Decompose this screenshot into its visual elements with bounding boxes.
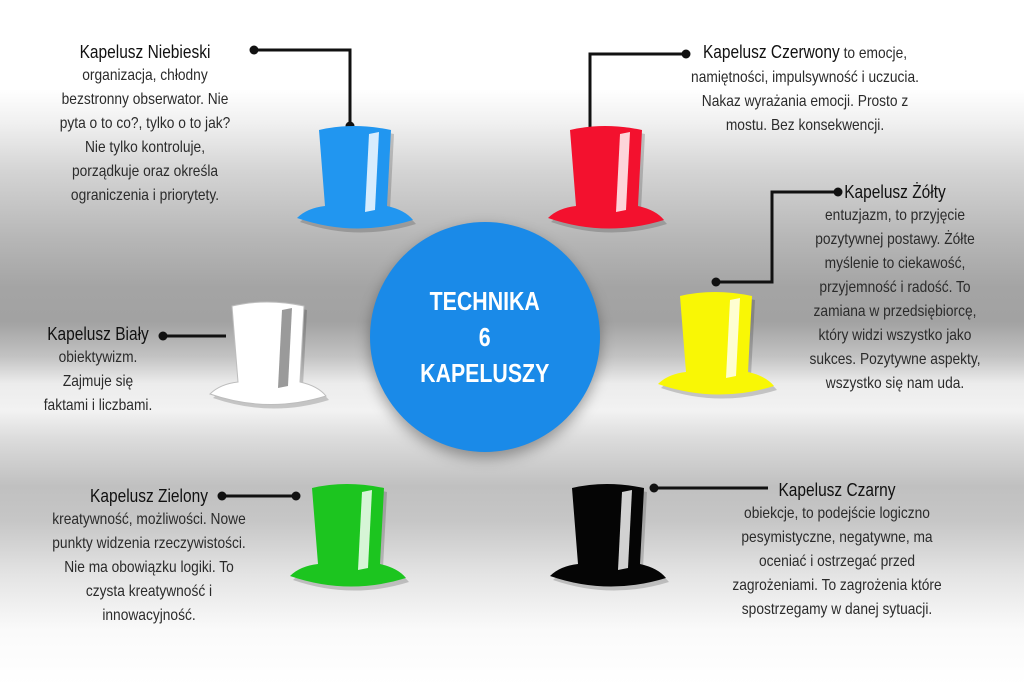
hat-body	[290, 484, 406, 587]
text-niebieski: Kapelusz Niebieski organizacja, chłodny …	[55, 40, 236, 208]
desc-bialy: obiektywizm. Zajmuje się faktami i liczb…	[43, 349, 153, 414]
text-bialy: Kapelusz Biały obiektywizm. Zajmuje się …	[40, 322, 157, 418]
hat-niebieski-icon	[293, 126, 417, 233]
hat-body	[550, 484, 666, 587]
connector-dot-czarny	[649, 483, 659, 493]
desc-zielony: kreatywność, możliwości. Nowe punkty wid…	[52, 511, 246, 624]
connector-zolty	[716, 190, 838, 284]
hat-body	[209, 301, 327, 406]
center-title: TECHNIKA 6 KAPELUSZY	[420, 286, 550, 388]
title-zielony: Kapelusz Zielony	[90, 486, 208, 506]
desc-niebieski: organizacja, chłodny bezstronny obserwat…	[59, 67, 231, 204]
connector-niebieski	[254, 48, 352, 126]
hat-highlight	[358, 490, 372, 570]
title-czerwony: Kapelusz Czerwony	[702, 42, 840, 62]
hat-czerwony-icon	[544, 126, 668, 233]
desc-czerwony-text: to emocje, namiętności, impulsywność i u…	[691, 45, 919, 134]
title-niebieski: Kapelusz Niebieski	[79, 42, 211, 62]
connector-dot-niebieski	[249, 45, 259, 55]
desc-czerwony: Kapelusz Czerwony to emocje, namiętności…	[680, 40, 929, 138]
hat-body	[548, 126, 664, 229]
connector-dot-zielony	[217, 491, 227, 501]
connector-dot-bialy	[158, 331, 168, 341]
connector-czerwony	[588, 52, 686, 128]
hat-highlight	[278, 308, 292, 388]
hat-highlight	[726, 298, 740, 378]
title-czarny: Kapelusz Czarny	[778, 480, 896, 500]
hat-body	[658, 292, 774, 395]
center-circle: TECHNIKA 6 KAPELUSZY	[370, 222, 600, 452]
title-zolty: Kapelusz Żółty	[844, 182, 946, 202]
title-bialy: Kapelusz Biały	[47, 324, 149, 344]
connector-dot-zielony-hat	[291, 491, 301, 501]
connector-dot-czerwony	[681, 49, 691, 59]
connector-dot-zolty-hat	[711, 277, 721, 287]
hat-body	[297, 126, 413, 229]
desc-czarny: obiekcje, to podejście logiczno pesymist…	[732, 505, 942, 618]
desc-zolty: entuzjazm, to przyjęcie pozytywnej posta…	[809, 207, 981, 392]
connector-dot-zolty	[833, 187, 843, 197]
hat-highlight	[365, 132, 379, 212]
text-czarny: Kapelusz Czarny obiekcje, to podejście l…	[730, 478, 945, 622]
hat-zolty-icon	[654, 292, 778, 399]
hat-highlight	[616, 132, 630, 212]
hat-zielony-icon	[286, 484, 410, 591]
text-czerwony: Kapelusz Czerwony to emocje, namiętności…	[680, 40, 929, 138]
text-zolty: Kapelusz Żółty entuzjazm, to przyjęcie p…	[805, 180, 986, 396]
hat-highlight	[618, 490, 632, 570]
hat-bialy-icon	[206, 301, 330, 409]
text-zielony: Kapelusz Zielony kreatywność, możliwości…	[52, 484, 246, 628]
hat-czarny-icon	[546, 484, 670, 591]
